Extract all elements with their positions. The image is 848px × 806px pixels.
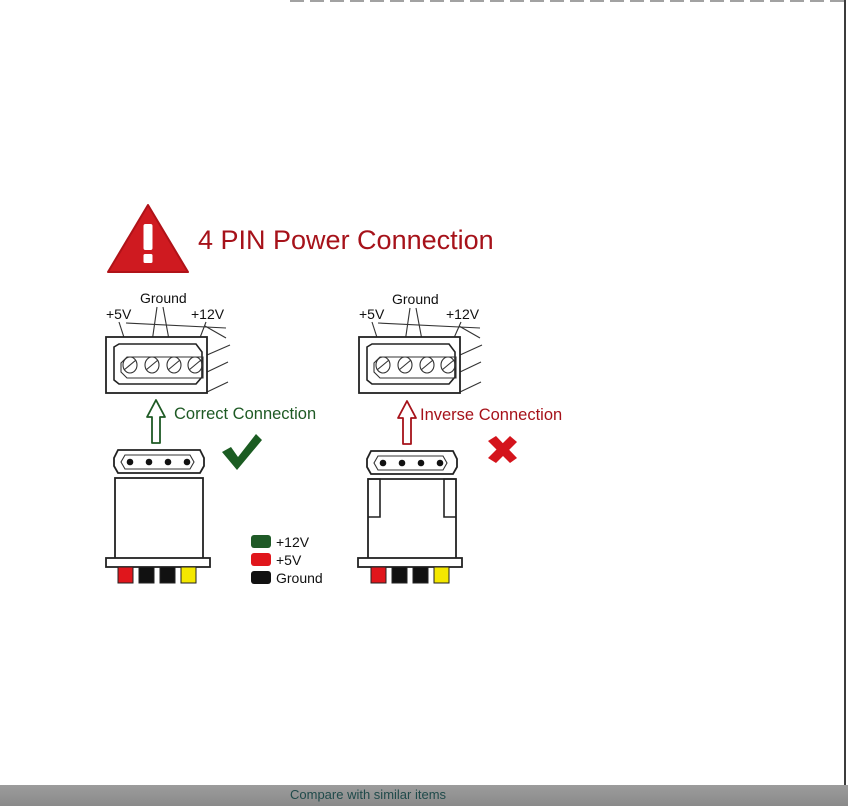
left-status-text: Correct Connection: [174, 405, 316, 423]
check-mark-icon: [222, 434, 262, 470]
right-status-text: Inverse Connection: [420, 406, 562, 424]
viewer-right-border: [844, 0, 846, 785]
legend-swatch-12v: [251, 535, 271, 548]
wire-4: [433, 566, 450, 584]
wire-2: [138, 566, 155, 584]
wire-3: [159, 566, 176, 584]
left-connector-assembly: Ground +5V +12V: [105, 290, 316, 584]
bottom-bar: Compare with similar items: [0, 785, 848, 806]
top-edge-fragment: [290, 0, 848, 2]
compare-similar-items-link[interactable]: Compare with similar items: [290, 787, 447, 802]
legend-label-ground: Ground: [276, 570, 323, 586]
left-wire-set: [117, 566, 197, 584]
legend-item-5v: +5V: [251, 552, 302, 568]
legend-swatch-5v: [251, 553, 271, 566]
legend-item-12v: +12V: [251, 534, 310, 550]
wire-color-legend: +12V +5V Ground: [251, 534, 323, 586]
right-label-ground: Ground: [392, 291, 439, 307]
right-connector-assembly: Ground +5V +12V: [357, 291, 562, 584]
right-label-5v: +5V: [359, 306, 385, 322]
wire-4: [180, 566, 197, 584]
legend-label-12v: +12V: [276, 534, 310, 550]
warning-triangle-icon: [107, 204, 189, 273]
legend-label-5v: +5V: [276, 552, 302, 568]
right-wire-set: [370, 566, 450, 584]
pin-connection-diagram: 4 PIN Power Connection Ground +5V +12V: [105, 204, 562, 586]
diagram-title: 4 PIN Power Connection: [198, 225, 494, 255]
right-label-12v: +12V: [446, 306, 480, 322]
left-label-12v: +12V: [191, 306, 225, 322]
wire-2: [391, 566, 408, 584]
legend-item-ground: Ground: [251, 570, 323, 586]
wire-1: [370, 566, 387, 584]
left-up-arrow-icon: [146, 399, 166, 444]
left-plug-face: [113, 449, 205, 474]
cross-mark-icon: [488, 436, 517, 463]
left-label-5v: +5V: [106, 306, 132, 322]
right-plug-body: [357, 478, 463, 568]
left-label-ground: Ground: [140, 290, 187, 306]
right-up-arrow-icon: [397, 400, 417, 445]
wire-3: [412, 566, 429, 584]
right-plug-face: [366, 450, 458, 475]
right-female-receptacle: [358, 322, 483, 394]
left-plug-body: [105, 477, 211, 568]
wire-1: [117, 566, 134, 584]
legend-swatch-ground: [251, 571, 271, 584]
left-female-receptacle: [105, 322, 231, 394]
